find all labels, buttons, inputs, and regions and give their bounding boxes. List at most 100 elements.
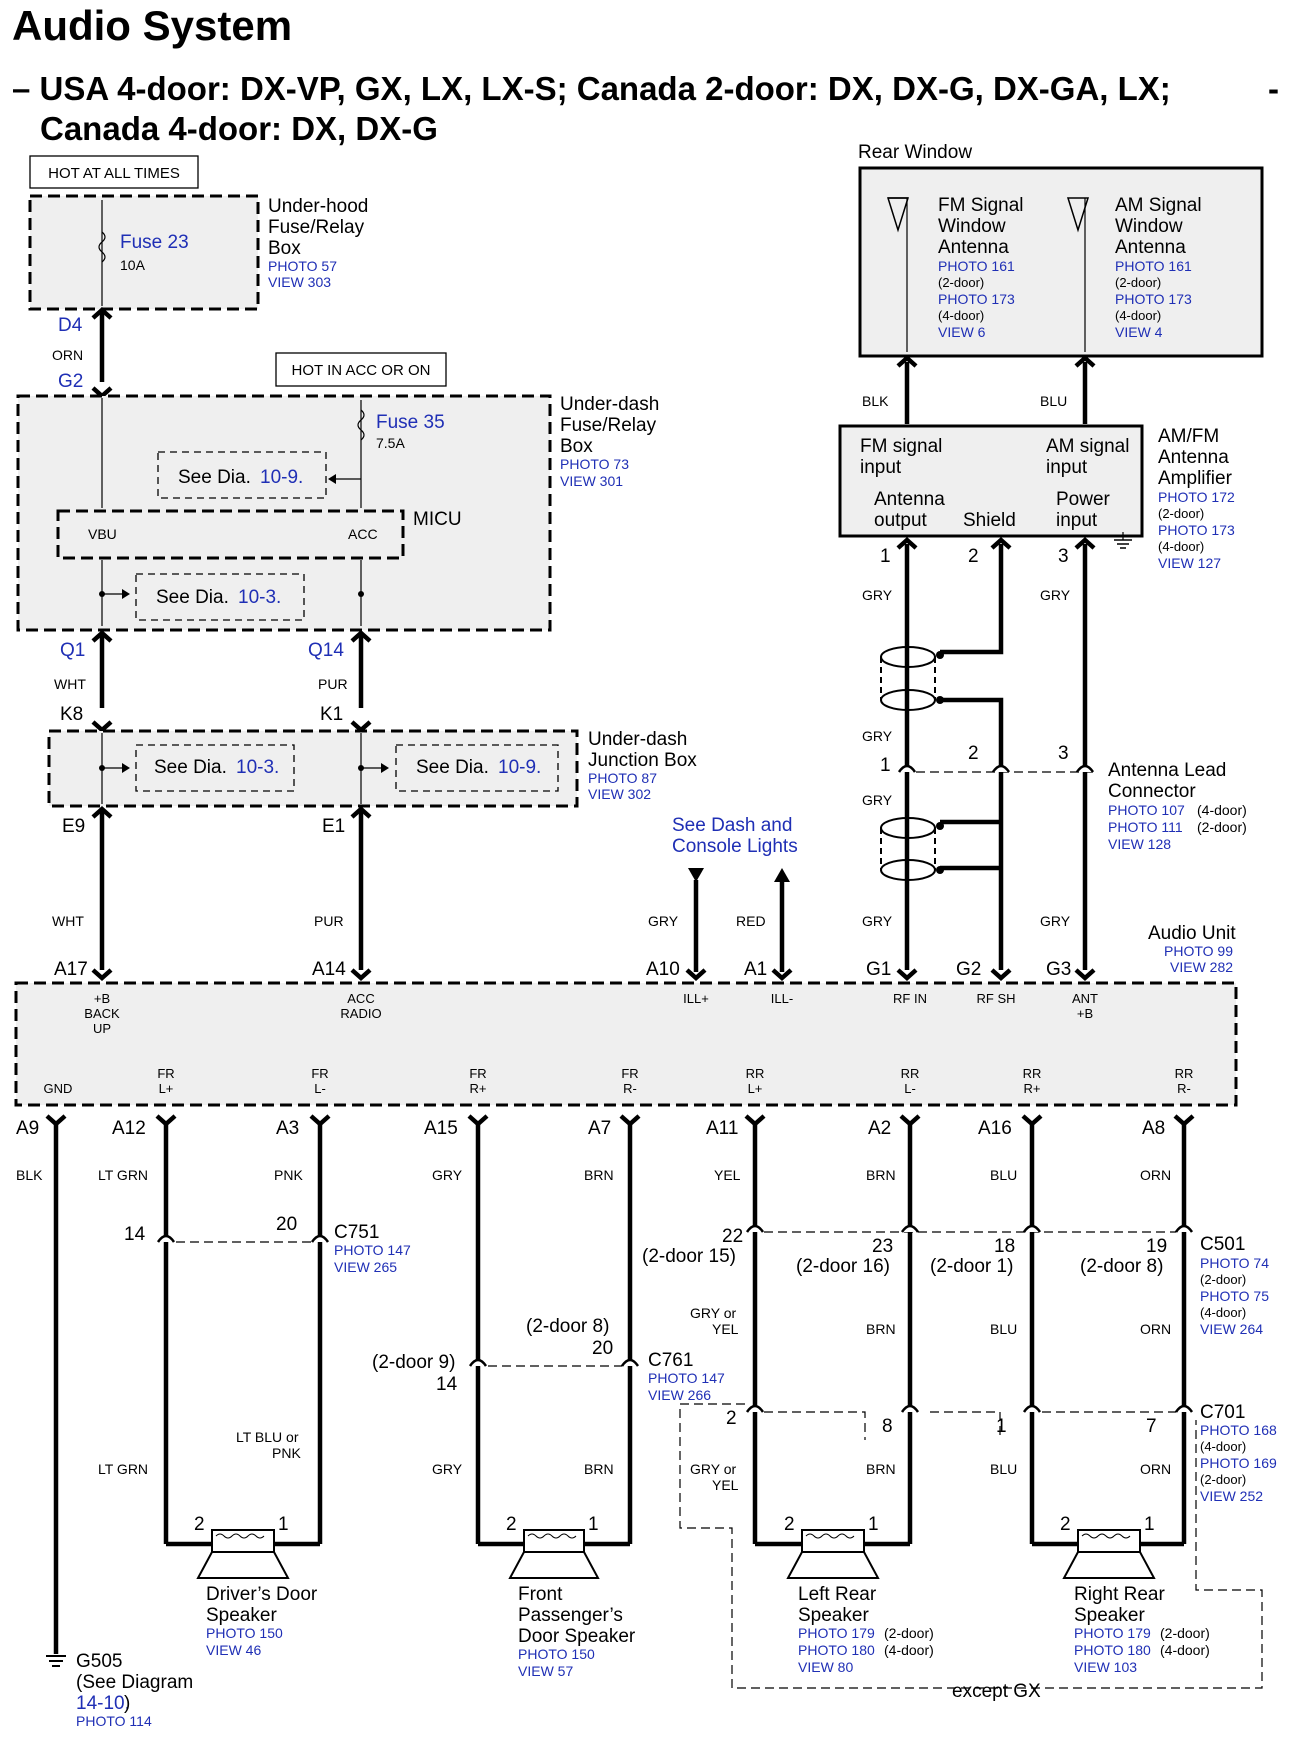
label-left-acc: ACC: [348, 526, 378, 542]
label-left-under-dash-l1: Under-dash: [560, 394, 659, 415]
label-unit-pins-frr-pos-l2: R+: [470, 1081, 487, 1096]
label-unit-bottom-a7: A7: [588, 1118, 611, 1139]
label-left-see-b-label: See Dia.: [156, 587, 229, 608]
label-left-see-c-ref: 10-3.: [236, 757, 279, 778]
label-amp-ant-out-l1: Antenna: [874, 489, 945, 510]
label-rear-fm-p2n: (4-door): [938, 308, 984, 323]
label-left-k8: K8: [60, 704, 83, 725]
label-speakers-left-rear-p1: PHOTO 179: [798, 1625, 875, 1641]
label-speakers-right-rear-p2n: (4-door): [1160, 1642, 1210, 1658]
label-ant-conn-l1: Antenna Lead: [1108, 760, 1226, 781]
label-ant-gry3: GRY: [862, 728, 893, 744]
label-left-e1: E1: [322, 816, 345, 837]
shielded-cable-icon: [880, 646, 944, 711]
label-left-under-dash-photo: PHOTO 73: [560, 456, 629, 472]
label-unit-top-g1: G1: [866, 959, 891, 980]
label-amp-p1n: (2-door): [1158, 506, 1204, 521]
label-speakers-right-rear-p2: PHOTO 180: [1074, 1642, 1151, 1658]
label-left-fuse35-rating: 7.5A: [376, 435, 405, 451]
label-unit-pins-rrl-neg-l1: RR: [901, 1066, 920, 1081]
label-unit-pins-rrr-neg-l1: RR: [1175, 1066, 1194, 1081]
label-left-orn: ORN: [52, 347, 83, 363]
label-amp-p2n: (4-door): [1158, 539, 1204, 554]
label-left-under-hood-view: VIEW 303: [268, 274, 331, 290]
label-unit-photo: PHOTO 99: [1164, 943, 1233, 959]
label-unit-pins-frr-neg-l1: FR: [621, 1066, 638, 1081]
label-unit-pins-acc-l1: ACC: [347, 991, 374, 1006]
label-unit-pins-backup-l3: UP: [93, 1021, 111, 1036]
left-rear-speaker-icon: [755, 1529, 910, 1579]
label-wires-brn5: BRN: [866, 1461, 896, 1477]
label-rear-am-l1: AM Signal: [1115, 195, 1202, 216]
label-c751-pin20: 20: [276, 1214, 297, 1235]
label-unit-pins-ant-l1: ANT: [1072, 991, 1098, 1006]
label-wires-gry2: GRY: [432, 1461, 463, 1477]
label-wires-orn3: ORN: [1140, 1461, 1171, 1477]
label-wires-orn2: ORN: [1140, 1321, 1171, 1337]
label-unit-pins-frr-pos-l1: FR: [469, 1066, 486, 1081]
label-c761-left-note: (2-door 9): [372, 1352, 455, 1373]
label-speakers-front-l2: Passenger’s: [518, 1605, 623, 1626]
label-speakers-front-pin1: 1: [588, 1514, 599, 1535]
label-left-k1: K1: [320, 704, 343, 725]
label-c701-p1-photo: PHOTO 168: [1200, 1422, 1277, 1438]
label-unit-pins-rrr-neg-l2: R-: [1177, 1081, 1191, 1096]
label-amp-fm-in-l1: FM signal: [860, 436, 942, 457]
label-unit-pins-rrl-pos-l1: RR: [746, 1066, 765, 1081]
label-dash-gry: GRY: [648, 913, 679, 929]
label-left-junction-l1: Under-dash: [588, 729, 687, 750]
label-c501-n18: (2-door 1): [930, 1256, 1013, 1277]
label-wires-blk: BLK: [16, 1167, 43, 1183]
label-rear-blk: BLK: [862, 393, 889, 409]
label-speakers-left-rear-p2: PHOTO 180: [798, 1642, 875, 1658]
label-left-vbu: VBU: [88, 526, 117, 542]
label-c761-pin20: 20: [592, 1338, 613, 1359]
label-speakers-right-rear-p1: PHOTO 179: [1074, 1625, 1151, 1641]
label-speakers-driver-photo: PHOTO 150: [206, 1625, 283, 1641]
label-ant-conn-p1n: (4-door): [1197, 802, 1247, 818]
label-ant-pin2: 2: [968, 743, 979, 764]
label-speakers-left-rear-p1n: (2-door): [884, 1625, 934, 1641]
label-ant-conn-view: VIEW 128: [1108, 836, 1171, 852]
label-unit-bottom-a8: A8: [1142, 1118, 1165, 1139]
label-unit-bottom-a3: A3: [276, 1118, 299, 1139]
label-c501-p23: 23: [872, 1236, 893, 1257]
label-rear-am-p1: PHOTO 161: [1115, 258, 1192, 274]
fm-antenna-icon: [886, 197, 910, 352]
label-rear-am-p2: PHOTO 173: [1115, 291, 1192, 307]
label-unit-bottom-a11: A11: [706, 1118, 738, 1139]
label-speakers-driver-pin2: 2: [194, 1514, 205, 1535]
label-left-d4: D4: [58, 315, 83, 336]
label-unit-pins-frr-neg-l2: R-: [623, 1081, 637, 1096]
label-left-junction-view: VIEW 302: [588, 786, 651, 802]
label-left-wht1: WHT: [54, 676, 86, 692]
label-ant-gry1: GRY: [862, 587, 893, 603]
label-c761-pin14: 14: [436, 1374, 458, 1395]
label-left-see-d-label: See Dia.: [416, 757, 489, 778]
label-ant-conn-p2n: (2-door): [1197, 819, 1247, 835]
label-wires-lt-grn1: LT GRN: [98, 1167, 148, 1183]
label-unit-pins-gnd: GND: [44, 1081, 73, 1096]
label-ant-conn-p2: PHOTO 111: [1108, 819, 1183, 835]
label-speakers-left-rear-pin2: 2: [784, 1514, 795, 1535]
label-unit-pins-ant-l2: +B: [1077, 1006, 1093, 1021]
label-unit-pins-frl-pos-l1: FR: [157, 1066, 174, 1081]
label-speakers-driver-view: VIEW 46: [206, 1642, 261, 1658]
label-speakers-front-l3: Door Speaker: [518, 1626, 636, 1647]
label-amp-l1: AM/FM: [1158, 426, 1219, 447]
label-ant-gry4: GRY: [862, 792, 893, 808]
label-ground-l2: (See Diagram: [76, 1672, 193, 1693]
label-wires-gry-yel2-l2: YEL: [712, 1477, 739, 1493]
label-c761-name: C761: [648, 1350, 693, 1371]
label-unit-pins-frl-neg-l1: FR: [311, 1066, 328, 1081]
label-dash-red: RED: [736, 913, 766, 929]
label-left-e9: E9: [62, 816, 85, 837]
label-dash-l1: See Dash and: [672, 815, 792, 836]
label-amp-pwr-in-l2: input: [1056, 510, 1098, 531]
label-left-q1: Q1: [60, 640, 85, 661]
label-unit-title: Audio Unit: [1148, 923, 1236, 944]
label-c501-n23: (2-door 16): [796, 1256, 890, 1277]
label-unit-top-a1: A1: [744, 959, 767, 980]
label-wires-yel: YEL: [714, 1167, 741, 1183]
